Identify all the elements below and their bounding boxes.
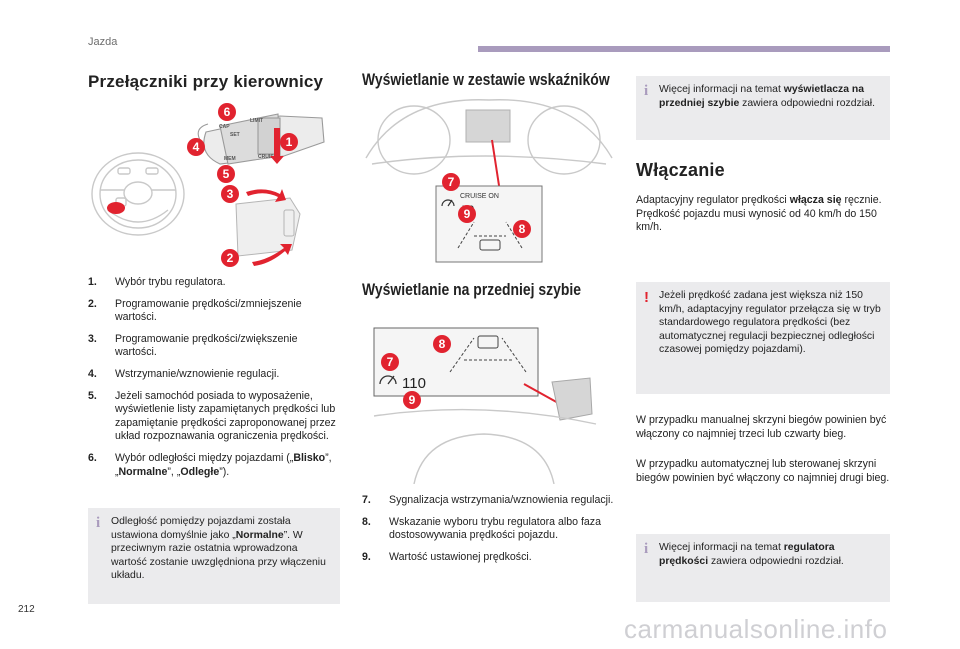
svg-text:1: 1 [286,135,293,149]
list-item: 9.Wartość ustawionej prędkości. [362,550,532,563]
automatic-gearbox-paragraph: W przypadku automatycznej lub sterowanej… [636,458,890,484]
warning-icon: ! [644,289,649,306]
movement-arrows [246,128,292,266]
stalk-closeup [197,113,325,165]
svg-text:6: 6 [224,105,231,119]
cruise-control-icon [441,199,455,207]
info-icon: i [644,541,649,557]
title-instrument-display: Wyświetlanie w zestawie wskaźników [362,70,610,89]
stalk-text-cruise: CRUISE [258,154,278,160]
speed-warning-note: ! Jeżeli prędkość zadana jest większa ni… [636,282,890,394]
activation-paragraph: Adaptacyjny regulator prędkości włącza s… [636,194,882,234]
svg-text:7: 7 [387,355,394,369]
hud-cruise-icon [379,375,397,385]
stalk-text-mem: MEM [224,156,236,162]
page-number: 212 [18,604,35,615]
svg-text:2: 2 [227,251,234,265]
stalk-lower-view [235,197,301,257]
list-item: 6.Wybór odległości między pojazdami („Bl… [88,451,332,478]
stalk-text-limit: LIMIT [250,118,263,124]
header-accent-bar [478,46,890,52]
info-icon: i [96,515,101,531]
hud-info-note: i Więcej informacji na temat wyświetlacz… [636,76,890,140]
stalk-highlight [107,202,125,214]
svg-text:9: 9 [409,393,416,407]
list-item: 2.Programowanie prędkości/zmniejszenie w… [88,297,302,324]
cruise-on-label: CRUISE ON [460,193,499,200]
title-steering-switches: Przełączniki przy kierownicy [88,72,324,91]
steering-wheel-drawing [91,152,185,236]
list-item: 3.Programowanie prędkości/zwiększenie wa… [88,332,298,359]
stalk-text-cap: CAP [219,124,230,130]
stalk-text-set: SET [230,132,240,138]
list-item: 7.Sygnalizacja wstrzymania/wznowienia re… [362,494,614,506]
title-windscreen-display: Wyświetlanie na przedniej szybie [362,280,581,299]
switch-list: 1.Wybór trybu regulatora. 2.Programowani… [88,276,340,487]
info-icon: i [644,83,649,99]
svg-text:3: 3 [227,187,234,201]
svg-text:9: 9 [464,207,471,221]
figure-badges: 6 1 4 5 3 2 [187,103,298,267]
list-item: 1.Wybór trybu regulatora. [88,276,226,288]
distance-note: i Odległość pomiędzy pojazdami została u… [88,508,340,604]
svg-text:7: 7 [448,175,455,189]
cluster-badges: 7 9 8 [442,173,531,238]
svg-text:8: 8 [439,337,446,351]
hud-badges: 8 7 9 [381,335,451,409]
steering-wheel-figure: CAP LIMIT SET MEM CRUISE 6 1 4 5 3 2 [91,103,325,267]
head-up-display-figure: 110 8 7 9 [373,327,597,484]
svg-text:8: 8 [519,222,526,236]
list-item: 4.Wstrzymanie/wznowienie regulacji. [88,367,280,380]
display-list: 7.Sygnalizacja wstrzymania/wznowienia re… [362,494,616,572]
cruise-control-note: i Więcej informacji na temat regulatora … [636,534,890,602]
watermark: carmanualsonline.info [624,614,888,644]
hud-speed: 110 [402,375,426,392]
instrument-panel-figure: CRUISE ON 70 7 9 8 [365,99,613,263]
list-item: 8.Wskazanie wyboru trybu regulatora albo… [362,515,601,542]
manual-gearbox-paragraph: W przypadku manualnej skrzyni biegów pow… [636,414,887,440]
list-item: 5.Jeżeli samochód posiada to wyposażenie… [88,389,336,443]
title-activation: Włączanie [636,160,725,180]
section-label: Jazda [88,36,118,48]
svg-text:4: 4 [193,140,200,154]
svg-text:5: 5 [223,167,230,181]
